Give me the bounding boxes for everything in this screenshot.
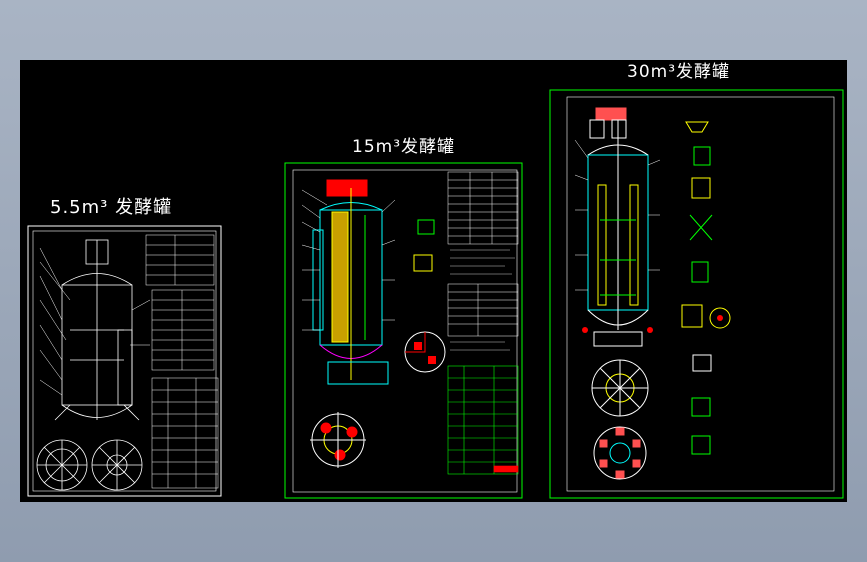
model-space (20, 60, 847, 502)
title-block-table-icon (447, 365, 519, 475)
title-block-table-icon (447, 171, 519, 337)
tank-plan-view-icon (591, 359, 649, 480)
detail-view-icon (681, 121, 731, 455)
tank-elevation-icon (54, 239, 140, 421)
tank-elevation-icon (582, 107, 653, 347)
sheet-5-5m3[interactable] (27, 225, 222, 497)
sheet-30m3[interactable] (549, 89, 844, 499)
tank-plan-view-icon (36, 439, 143, 491)
tank-plan-view-icon (310, 412, 366, 468)
sheet-frame (549, 89, 844, 499)
tank-elevation-icon (312, 179, 389, 385)
sheet-frame (27, 225, 222, 497)
detail-view-icon (404, 219, 446, 373)
drawing-title-5-5m3: 5.5m³ 发酵罐 (50, 197, 173, 218)
sheet-frame (284, 162, 523, 499)
title-block-table-icon (145, 234, 219, 489)
drawing-title-30m3: 30m³发酵罐 (627, 62, 731, 82)
sheet-15m3[interactable] (284, 162, 523, 499)
drawing-title-15m3: 15m³发酵罐 (352, 137, 456, 157)
